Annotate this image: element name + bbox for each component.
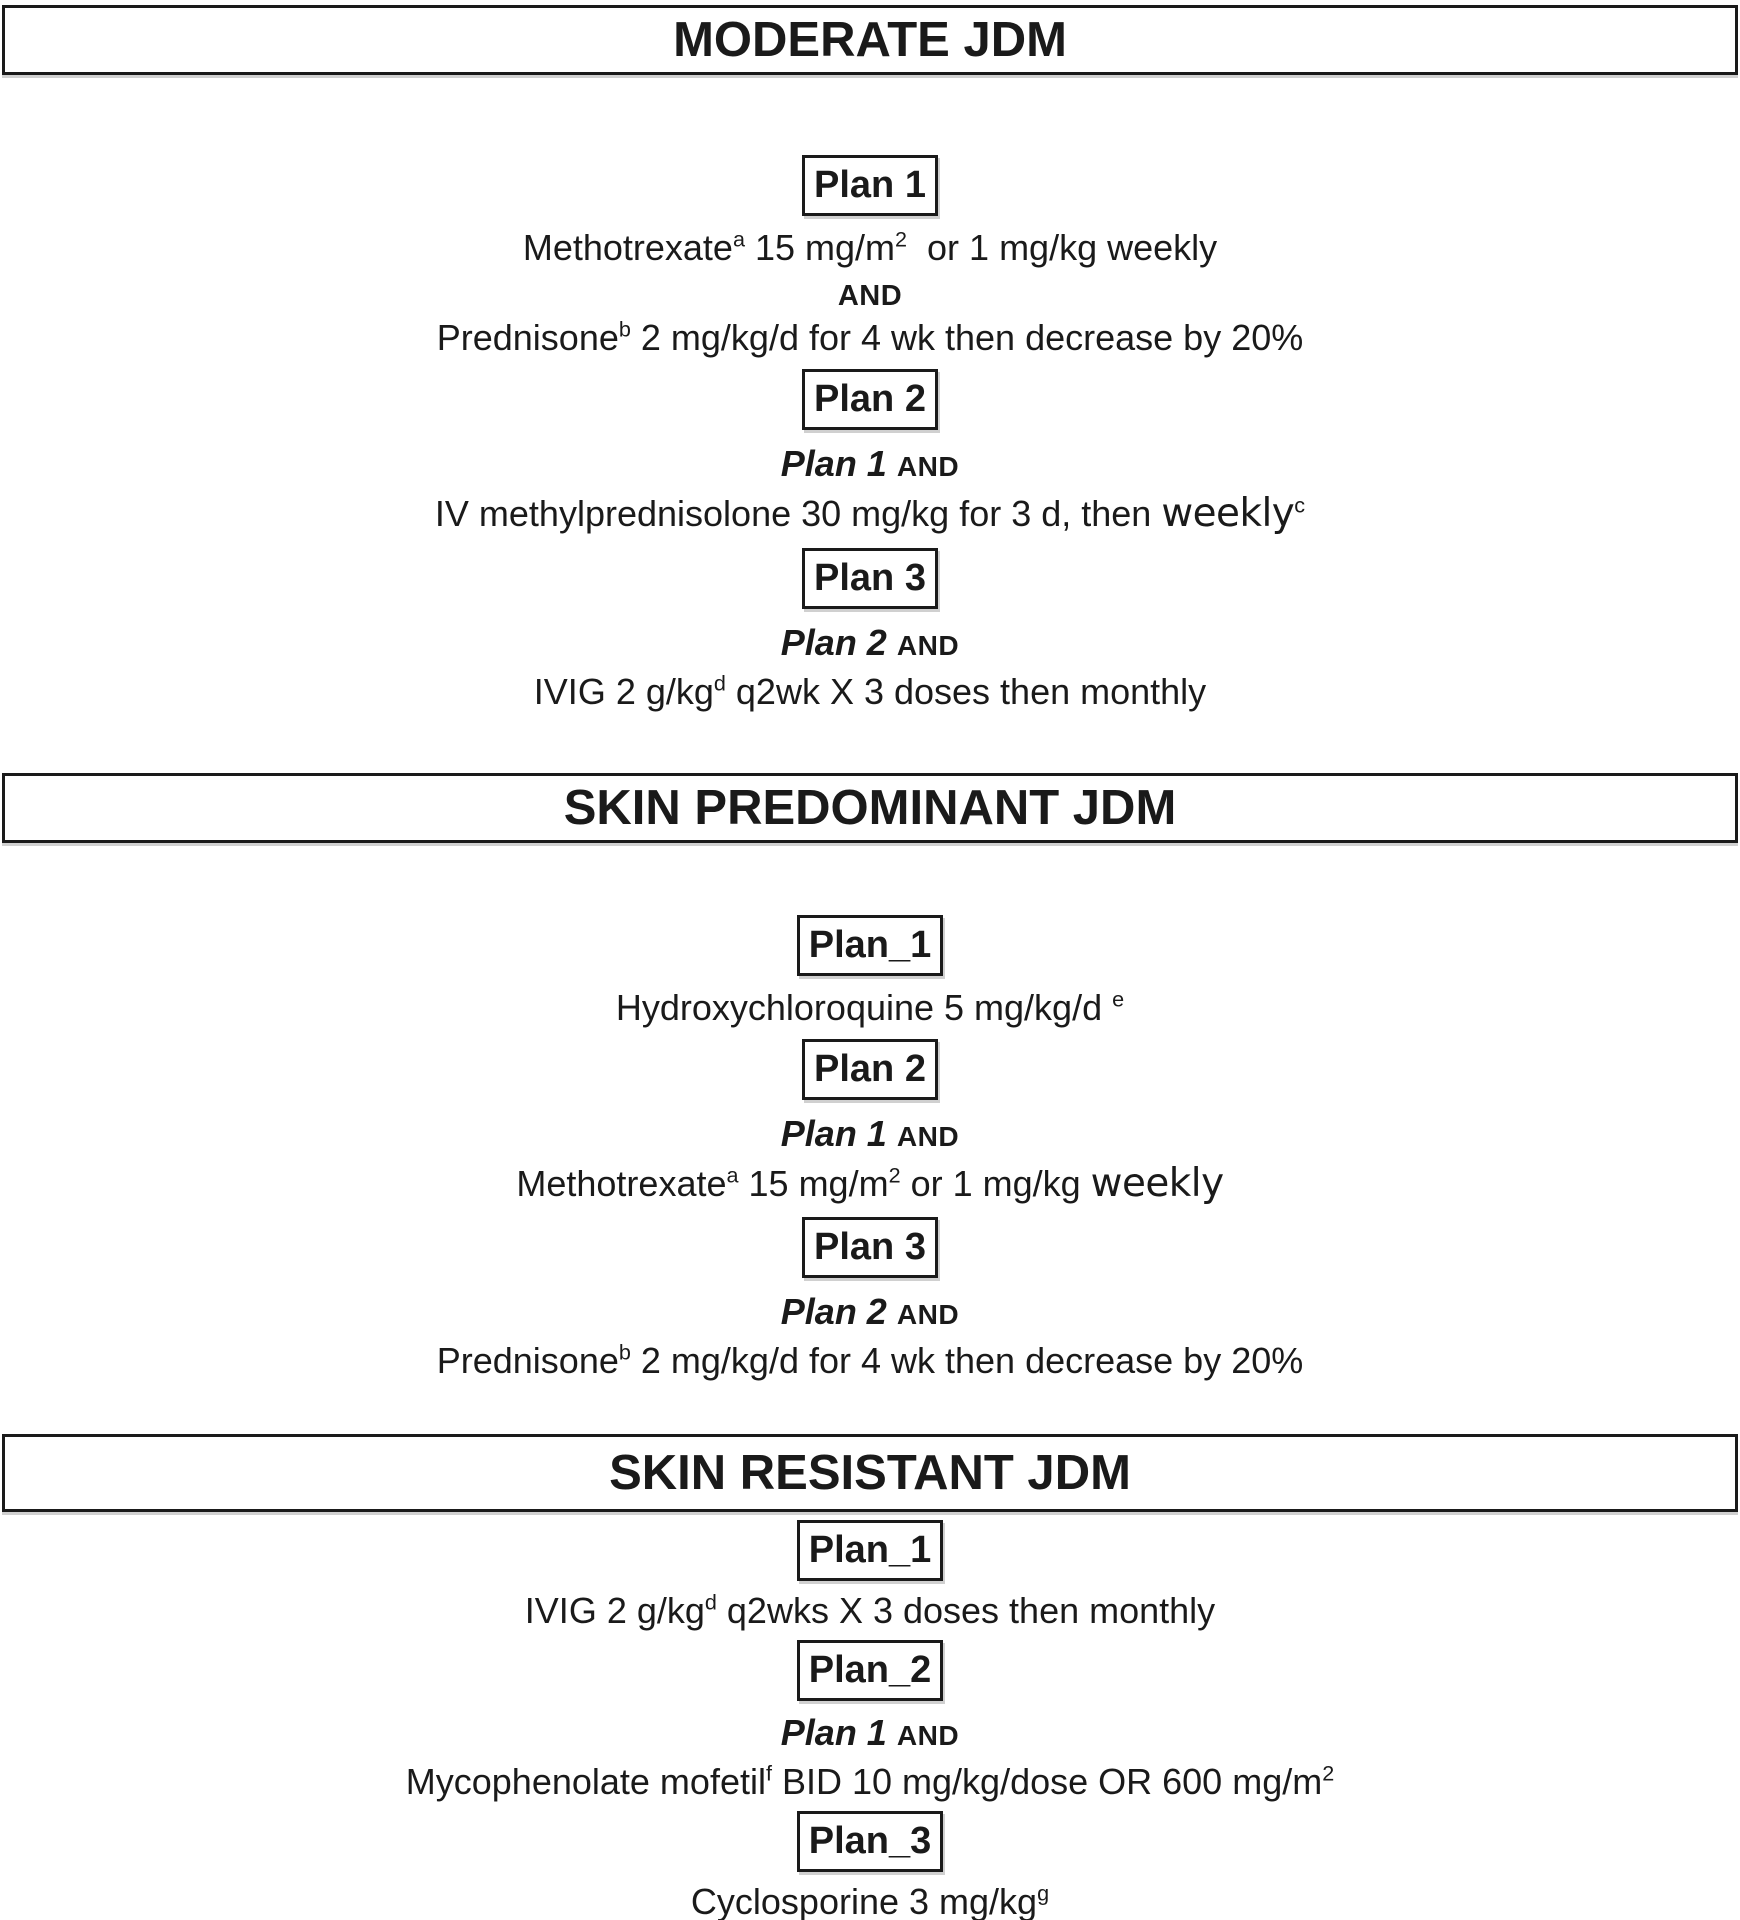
text-segment bbox=[887, 1113, 897, 1154]
section-content: Plan 1 Methotrexatea 15 mg/m2 or 1 mg/kg … bbox=[0, 75, 1740, 773]
superscript-marker: d bbox=[704, 1589, 717, 1615]
plan-box: Plan 2 bbox=[802, 369, 938, 430]
plan-reference-line: Plan 1 AND bbox=[781, 1711, 959, 1754]
superscript-marker: b bbox=[618, 316, 631, 342]
text-segment: BID 10 mg/kg/dose OR 600 mg/m bbox=[771, 1761, 1323, 1803]
section-title: MODERATE JDM bbox=[673, 13, 1067, 67]
plan-reference-line: Plan 1 AND bbox=[781, 1112, 959, 1155]
text-segment: IVIG 2 g/kg bbox=[533, 670, 714, 712]
text-segment bbox=[887, 622, 897, 663]
text-segment: or 1 mg/kg bbox=[900, 1162, 1091, 1204]
text-segment: 2 mg/kg/d for 4 wk then decrease by 20% bbox=[630, 1340, 1304, 1382]
plan-box: Plan 2 bbox=[802, 1038, 938, 1100]
treatment-line: Prednisoneb 2 mg/kg/d for 4 wk then decr… bbox=[437, 1339, 1304, 1382]
text-segment: IVIG 2 g/kg bbox=[524, 1590, 705, 1632]
text-segment: Mycophenolate mofetil bbox=[405, 1761, 766, 1803]
plan-reference: Plan 1 bbox=[780, 443, 887, 484]
plan-box: Plan 1 bbox=[802, 155, 938, 216]
and-label: AND bbox=[896, 629, 960, 661]
text-segment: weekly bbox=[1161, 491, 1295, 537]
plan-reference-line: Plan 2 AND bbox=[781, 621, 959, 664]
plan-box: Plan 3 bbox=[802, 1217, 938, 1279]
plan-reference: Plan 1 bbox=[780, 1112, 887, 1154]
treatment-line: Cyclosporine 3 mg/kgg bbox=[691, 1880, 1049, 1920]
text-segment: Methotrexate bbox=[516, 1162, 727, 1204]
section-moderate-jdm: MODERATE JDM Plan 1 Methotrexatea 15 mg/m… bbox=[0, 5, 1740, 773]
superscript-marker: b bbox=[618, 1339, 631, 1365]
and-label: AND bbox=[896, 451, 960, 482]
text-segment: Methotrexate bbox=[522, 226, 733, 268]
text-segment: q2wks X 3 doses then monthly bbox=[716, 1590, 1216, 1632]
treatment-line: IVIG 2 g/kgd q2wk X 3 doses then monthly bbox=[534, 670, 1206, 713]
plan-reference: Plan 1 bbox=[780, 1712, 887, 1754]
superscript-marker: a bbox=[726, 1162, 739, 1188]
superscript-marker: d bbox=[713, 670, 726, 696]
section-title: SKIN PREDOMINANT JDM bbox=[563, 780, 1177, 835]
plan-reference: Plan 2 bbox=[780, 1291, 887, 1333]
text-segment: Hydroxychloroquine 5 mg/kg/d bbox=[615, 986, 1103, 1028]
treatment-line: Methotrexatea 15 mg/m2 or 1 mg/kg weekly bbox=[523, 226, 1217, 269]
superscript-marker: f bbox=[765, 1760, 772, 1786]
text-segment: weekly bbox=[1090, 1160, 1224, 1206]
superscript-marker: a bbox=[732, 226, 745, 252]
plan-box: Plan_3 bbox=[796, 1811, 944, 1873]
superscript-marker: 2 bbox=[1322, 1760, 1335, 1786]
superscript-marker: 2 bbox=[895, 226, 908, 252]
superscript-marker: c bbox=[1294, 492, 1306, 518]
text-segment: 15 mg/m bbox=[744, 226, 896, 268]
plan-reference-line: Plan 1 AND bbox=[781, 442, 959, 485]
treatment-line: IVIG 2 g/kgd q2wks X 3 doses then monthl… bbox=[525, 1589, 1215, 1632]
and-label: AND bbox=[896, 1120, 960, 1152]
treatment-line: Hydroxychloroquine 5 mg/kg/d e bbox=[616, 986, 1124, 1029]
superscript-marker: g bbox=[1037, 1880, 1050, 1906]
and-connector: AND bbox=[838, 271, 902, 314]
and-label: AND bbox=[896, 1720, 960, 1752]
plan-reference-line: Plan 2 AND bbox=[781, 1290, 959, 1333]
text-segment: 2 mg/kg/d for 4 wk then decrease by 20% bbox=[630, 317, 1304, 359]
text-segment bbox=[887, 1712, 897, 1753]
plan-box: Plan_1 bbox=[796, 1520, 944, 1582]
text-segment bbox=[887, 1291, 897, 1332]
text-segment bbox=[1102, 987, 1112, 1028]
and-label: AND bbox=[896, 1299, 960, 1331]
plan-box: Plan_1 bbox=[796, 914, 944, 976]
text-segment: q2wk X 3 doses then monthly bbox=[725, 670, 1207, 712]
treatment-line: Methotrexatea 15 mg/m2 or 1 mg/kg weekly bbox=[516, 1160, 1224, 1208]
text-segment bbox=[887, 443, 897, 484]
treatment-line: Mycophenolate mofetilf BID 10 mg/kg/dose… bbox=[406, 1760, 1334, 1803]
text-segment: Cyclosporine 3 mg/kg bbox=[690, 1881, 1038, 1920]
text-segment: IV methylprednisolone 30 mg/kg for 3 d, … bbox=[434, 493, 1162, 535]
text-segment: Prednisone bbox=[436, 317, 619, 359]
plan-box: Plan 3 bbox=[802, 547, 938, 609]
superscript-marker: 2 bbox=[888, 1162, 901, 1188]
text-segment: or 1 mg/kg weekly bbox=[907, 226, 1218, 268]
section-header-bar: SKIN RESISTANT JDM bbox=[2, 1434, 1738, 1513]
text-segment: Prednisone bbox=[436, 1340, 619, 1382]
section-header-bar: MODERATE JDM bbox=[2, 5, 1738, 75]
treatment-line: IV methylprednisolone 30 mg/kg for 3 d, … bbox=[435, 491, 1305, 538]
treatment-line: Prednisoneb 2 mg/kg/d for 4 wk then decr… bbox=[437, 316, 1304, 359]
superscript-marker: e bbox=[1112, 986, 1125, 1012]
plan-reference: Plan 2 bbox=[780, 621, 887, 663]
and-label: AND bbox=[837, 279, 903, 312]
plan-box: Plan_2 bbox=[796, 1640, 944, 1702]
text-segment: 15 mg/m bbox=[738, 1162, 889, 1204]
section-header-bar: SKIN PREDOMINANT JDM bbox=[2, 772, 1738, 843]
section-title: SKIN RESISTANT JDM bbox=[609, 1446, 1131, 1501]
